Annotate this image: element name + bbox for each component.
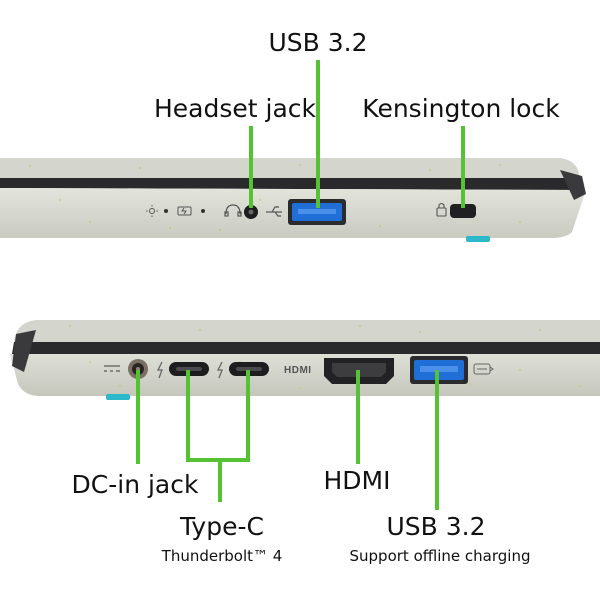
dc-icon bbox=[104, 365, 120, 372]
power-led bbox=[164, 209, 168, 213]
laptop-left-side: HDMI bbox=[10, 320, 600, 400]
battery-led bbox=[201, 209, 205, 213]
hdmi-marking: HDMI bbox=[284, 365, 312, 376]
label-type-c-sub: Thunderbolt™ 4 bbox=[161, 547, 283, 565]
headset-icon bbox=[224, 204, 242, 217]
lock-icon bbox=[436, 202, 447, 217]
battery-charging-icon bbox=[177, 206, 192, 216]
callout-lines bbox=[136, 60, 465, 510]
laptop-right-side bbox=[0, 158, 586, 242]
thunderbolt-icon bbox=[216, 361, 223, 379]
brightness-icon bbox=[146, 205, 158, 217]
usb-icon bbox=[266, 206, 282, 217]
usb-ss-icon bbox=[473, 363, 494, 375]
foot-accent bbox=[466, 236, 490, 242]
label-dc-in-jack: DC-in jack bbox=[71, 470, 199, 499]
label-usb-bottom-sub: Support offline charging bbox=[349, 547, 531, 565]
label-hdmi: HDMI bbox=[323, 466, 391, 495]
label-usb-bottom: USB 3.2 bbox=[386, 512, 486, 541]
foot-accent bbox=[106, 394, 130, 400]
label-type-c: Type-C bbox=[180, 512, 264, 541]
label-headset-jack: Headset jack bbox=[153, 94, 317, 123]
label-kensington-lock: Kensington lock bbox=[362, 94, 560, 123]
kensington-slot bbox=[450, 204, 476, 218]
label-usb-top: USB 3.2 bbox=[268, 28, 368, 57]
thunderbolt-icon bbox=[156, 361, 163, 379]
